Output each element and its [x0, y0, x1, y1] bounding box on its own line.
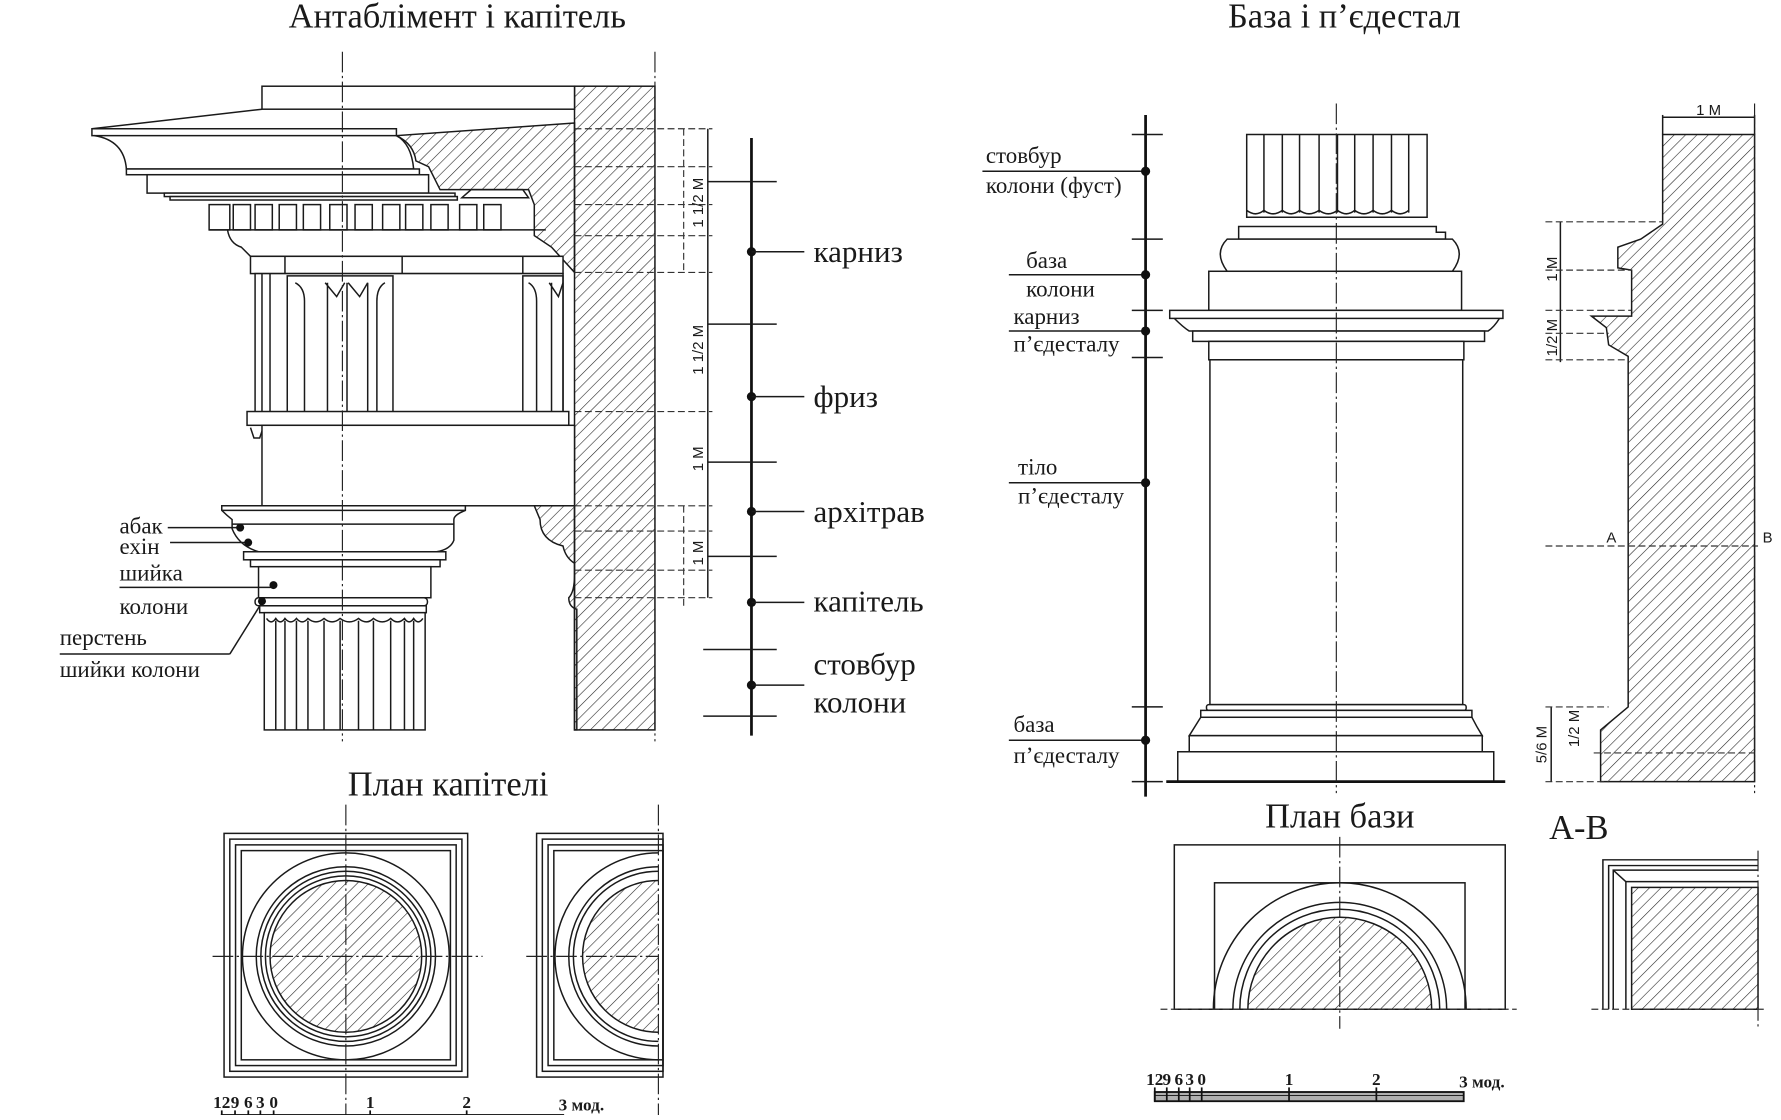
- label-pbase-line1: база: [1013, 712, 1054, 737]
- title-section-ab: A-B: [1549, 809, 1608, 847]
- label-echinus: ехін: [119, 534, 159, 559]
- capital-ring: [254, 596, 429, 607]
- capital-plan-full: [212, 804, 483, 1115]
- pedestal-section: 1 M 1 M 1/2 M A B 5/6 M 1/2 M: [1534, 102, 1773, 794]
- label-shaft-line2: колони: [814, 685, 907, 720]
- dim-frieze: 1 1/2 M: [690, 325, 707, 375]
- column-shaft: [263, 611, 426, 731]
- dim-architrave: 1 M: [690, 446, 707, 471]
- cornice-top-block: [261, 85, 576, 110]
- label-pbase-line2: п’єдесталу: [1013, 743, 1120, 768]
- label-cornice: карниз: [814, 234, 903, 269]
- triglyph-right: [522, 275, 564, 415]
- scale-tick-label: 12: [213, 1093, 230, 1112]
- label-die-line2: п’єдесталу: [1018, 483, 1125, 508]
- mark-a: A: [1606, 530, 1616, 547]
- scale-tick-label: 0: [269, 1093, 278, 1112]
- dentils: [208, 188, 531, 231]
- capital-plan-partial: [526, 804, 664, 1115]
- scale-tick-label: 1: [1285, 1070, 1294, 1089]
- scale-tick-label: 6: [1174, 1070, 1183, 1089]
- label-colbase-line1: база: [1026, 248, 1067, 273]
- scale-tick-label: 0: [1197, 1070, 1206, 1089]
- capital: [221, 505, 467, 614]
- entablature-parts-ruler: карниз фриз архітрав капітель стовбур ко…: [703, 137, 925, 736]
- label-colbase-line2: колони: [1026, 277, 1095, 302]
- title-capital-plan: План капітелі: [348, 765, 549, 803]
- frieze: [254, 272, 564, 415]
- cornice-slope: [91, 108, 397, 130]
- label-neck-line1: шийка: [119, 560, 182, 585]
- scale-tick-label: 9: [231, 1093, 240, 1112]
- dim-capital: 1 M: [690, 541, 707, 566]
- taenia: [246, 410, 570, 427]
- triglyph-left: [261, 273, 271, 414]
- label-die-line1: тіло: [1018, 455, 1057, 480]
- label-frieze: фриз: [814, 379, 878, 414]
- pedestal-elevation: [1166, 103, 1506, 794]
- entablature-elevation: 1 1/2 M 1 1/2 M 1 M 1 M: [91, 51, 713, 742]
- dim-section-column-base: 1 M: [1544, 257, 1561, 282]
- title-base-pedestal: База і п’єдестал: [1228, 0, 1461, 36]
- label-neck-line2: колони: [119, 594, 188, 619]
- label-fust-line2: колони (фуст): [986, 173, 1122, 198]
- label-ring-line1: перстень: [60, 625, 147, 650]
- extension-lines: [574, 128, 713, 599]
- scale-tick-label: 9: [1162, 1070, 1171, 1089]
- pedestal-parts-ruler: стовбур колони (фуст) база колони карниз…: [982, 114, 1163, 797]
- scale-tick-label: 1: [366, 1093, 375, 1112]
- scale-tick-label: 3: [256, 1093, 265, 1112]
- scale-tick-label: 2: [1372, 1070, 1381, 1089]
- mark-b: B: [1763, 530, 1773, 547]
- section-ab-plan: [1591, 850, 1764, 1029]
- dim-section-cornice: 1/2 M: [1544, 319, 1561, 356]
- label-shaft-line1: стовбур: [814, 647, 916, 682]
- capital-callouts: абак ехін шийка колони перстень шийки ко…: [60, 513, 278, 682]
- label-capital: капітель: [814, 584, 924, 619]
- scale-end-label: 3 мод.: [559, 1095, 605, 1114]
- capital-section-hatch: [533, 505, 578, 731]
- scale-tick-label: 6: [244, 1093, 253, 1112]
- capital-neck: [257, 565, 432, 599]
- label-fust-line1: стовбур: [986, 143, 1062, 168]
- title-base-plan: План бази: [1265, 798, 1414, 836]
- label-abacus: абак: [119, 513, 163, 538]
- frieze-top-band: [249, 255, 564, 275]
- torus: [1219, 238, 1461, 273]
- label-pcornice-line2: п’єдесталу: [1013, 332, 1120, 357]
- plinth: [1208, 270, 1463, 312]
- dim-cornice: 1 1/2 M: [690, 178, 707, 228]
- scale-end-label: 3 мод.: [1459, 1072, 1505, 1091]
- wall-section-hatch: [573, 85, 656, 731]
- label-pcornice-line1: карниз: [1013, 304, 1079, 329]
- scale-tick-label: 2: [462, 1093, 471, 1112]
- base-plan: [1160, 836, 1517, 1029]
- scale-tick-label: 12: [1146, 1070, 1163, 1089]
- dim-section-pedestal-base: 5/6 M: [1534, 726, 1551, 763]
- label-ring-line2: шийки колони: [60, 657, 200, 682]
- title-entablature: Антаблімент і капітель: [289, 0, 626, 36]
- scale-tick-label: 3: [1185, 1070, 1194, 1089]
- dim-section-pedestal-base-sub: 1/2 M: [1566, 710, 1583, 747]
- architrave: [261, 424, 576, 507]
- label-architrave: архітрав: [814, 494, 925, 529]
- dim-section-width: 1 M: [1696, 102, 1721, 119]
